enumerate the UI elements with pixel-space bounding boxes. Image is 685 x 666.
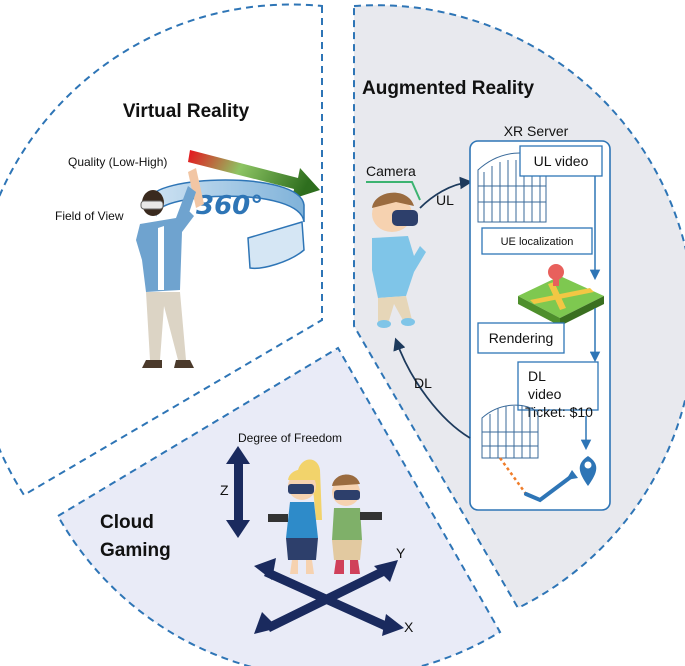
cg-sector — [56, 346, 502, 666]
quality-gradient-arrow — [188, 150, 320, 199]
xy-axis-cross — [254, 558, 404, 636]
ue-localization-box — [481, 227, 593, 255]
cg-title-line1: Cloud — [100, 512, 154, 533]
vr-title: Virtual Reality — [123, 101, 250, 122]
axis-x-label: X — [404, 619, 414, 635]
route-dotted-line — [498, 457, 528, 495]
ul-video-box — [519, 145, 603, 177]
route-path — [524, 474, 574, 503]
fov-label: Field of View — [55, 209, 124, 223]
rendering-label: Rendering — [489, 330, 554, 346]
ul-video-label: UL video — [534, 153, 589, 169]
colosseum-bottom-icon — [481, 404, 539, 459]
quality-label: Quality (Low-High) — [68, 155, 167, 169]
ticket-label: Ticket: $10 — [525, 404, 593, 420]
dl-video-box — [517, 361, 599, 411]
dl-arrow — [393, 337, 471, 439]
cg-title-line2: Gaming — [100, 540, 171, 561]
camera-label: Camera — [366, 163, 416, 179]
dl-label: DL — [414, 375, 432, 391]
ue-localization-label: UE localization — [501, 236, 574, 248]
location-pin-icon — [579, 456, 597, 486]
xr-server-title: XR Server — [504, 123, 569, 139]
camera-pointer-line — [366, 181, 421, 201]
axis-y-label: Y — [396, 545, 406, 561]
ar-kid-illustration — [372, 192, 426, 328]
ul-label: UL — [436, 192, 454, 208]
rendering-box — [477, 322, 565, 354]
ar-title: Augmented Reality — [362, 78, 535, 99]
gamers-illustration — [268, 459, 382, 574]
ul-arrow — [419, 176, 473, 209]
dl-video-line2: video — [528, 386, 562, 402]
vr-person-illustration — [136, 168, 204, 368]
z-axis-arrow — [226, 446, 250, 538]
axis-z-label: Z — [220, 482, 229, 498]
dof-label: Degree of Freedom — [238, 431, 342, 445]
badge-360: 360° — [196, 191, 263, 221]
map-tile-icon — [518, 264, 604, 326]
dl-video-line1: DL — [528, 368, 546, 384]
